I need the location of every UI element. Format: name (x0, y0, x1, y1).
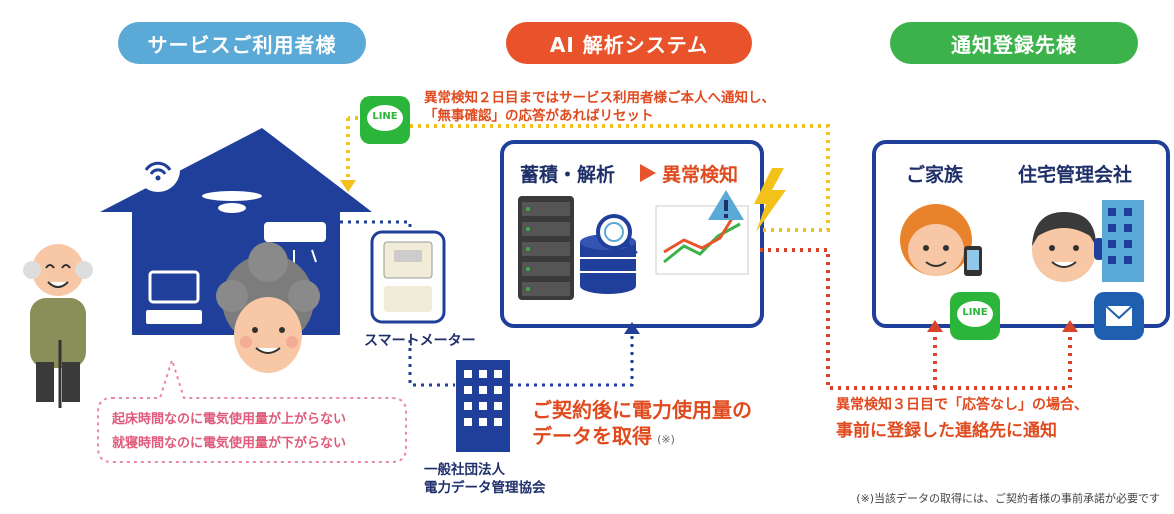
org-label-line1: 一般社団法人 (424, 462, 505, 478)
mail-icon (1094, 292, 1144, 340)
magnifier-icon (596, 214, 638, 256)
note-day2-line2: 「無事確認」の応答があればリセット (424, 108, 654, 124)
notify-header: 通知登録先様 (890, 22, 1138, 64)
bubble-line2: 就寝時間なのに電気使用量が下がらない (112, 436, 347, 451)
bubble-line1: 起床時間なのに電気使用量が上がらない (112, 412, 347, 427)
footnote: (※)当該データの取得には、ご契約者様の事前承諾が必要です (856, 492, 1160, 505)
data-note-line1: ご契約後に電力使用量の (532, 398, 752, 422)
red-arrowhead-right (1062, 320, 1078, 332)
smart-meter-illustration (370, 230, 446, 324)
data-note-mark: (※) (657, 433, 675, 446)
note-day3-line2: 事前に登録した連絡先に通知 (836, 421, 1057, 441)
yellow-arrowhead (340, 180, 356, 192)
line-app-icon-top (360, 96, 410, 144)
elderly-man-illustration (23, 244, 93, 408)
ai-step-anomaly-detect: 異常検知 (662, 164, 739, 186)
data-note-line2: データを取得 (※) (532, 420, 675, 449)
navy-dotted-meter-org (408, 340, 455, 387)
org-building-illustration (456, 360, 510, 452)
server-rack-icon (518, 196, 574, 300)
line-icon-label-top: LINE (372, 111, 398, 122)
family-person-illustration (900, 204, 982, 276)
play-arrow-icon (640, 164, 656, 182)
notify-company-label: 住宅管理会社 (1018, 164, 1133, 186)
user-header: サービスご利用者様 (118, 22, 366, 64)
red-arrowhead-left (927, 320, 943, 332)
speech-bubble (97, 356, 407, 463)
note-day3-line1: 異常検知３日目で「応答なし」の場合、 (836, 397, 1088, 413)
lightning-icon (754, 168, 786, 232)
line-app-icon-bottom (950, 292, 1000, 340)
note-day2-line1: 異常検知２日目まではサービス利用者様ご本人へ通知し、 (424, 90, 775, 106)
navy-dotted-org-ai (510, 332, 634, 387)
office-building-icon (1102, 200, 1144, 282)
navy-arrowhead (624, 322, 640, 334)
data-note-line2-text: データを取得 (532, 424, 652, 448)
ai-step-accumulate-analyze: 蓄積・解析 (520, 164, 616, 186)
line-icon-label-bottom: LINE (962, 307, 988, 318)
warning-icon (708, 190, 744, 220)
smart-meter-label: スマートメーター (364, 333, 476, 349)
elderly-woman-illustration (216, 242, 320, 373)
notify-family-label: ご家族 (906, 164, 964, 186)
company-staff-illustration (1032, 212, 1104, 282)
org-label-line2: 電力データ管理協会 (424, 480, 546, 496)
ai-header: AI 解析システム (506, 22, 752, 64)
database-icon (580, 234, 636, 294)
red-dotted-path (760, 248, 1072, 390)
